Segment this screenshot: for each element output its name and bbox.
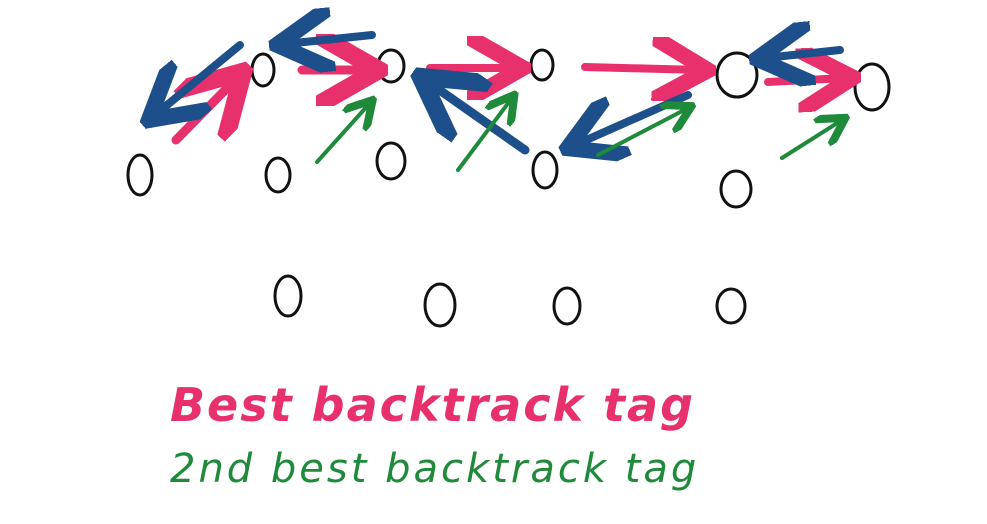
node [273,274,303,318]
second-best-arrow [456,98,512,172]
node [531,150,559,190]
second-best-backtrack-tag-caption: 2nd best backtrack tag [170,446,700,492]
best-arrow [764,78,845,82]
backtrack-arrow [155,41,244,115]
node [250,52,276,88]
node [715,51,759,99]
best-backtrack-tag-caption: Best backtrack tag [170,378,696,432]
node [376,48,406,84]
node [715,287,747,325]
node [552,286,582,326]
second-best-arrow [315,103,370,164]
node [126,153,154,197]
node [423,282,457,328]
best-arrow [581,67,700,70]
node [264,156,292,194]
node [853,62,891,112]
backtrack-arrow [765,50,844,58]
node [719,169,753,209]
backtrack-arrow [285,35,376,44]
node [375,141,407,181]
node [529,48,555,82]
second-best-arrow [780,120,842,160]
backtrack-arrow [428,82,530,155]
second-best-arrow [596,108,688,157]
